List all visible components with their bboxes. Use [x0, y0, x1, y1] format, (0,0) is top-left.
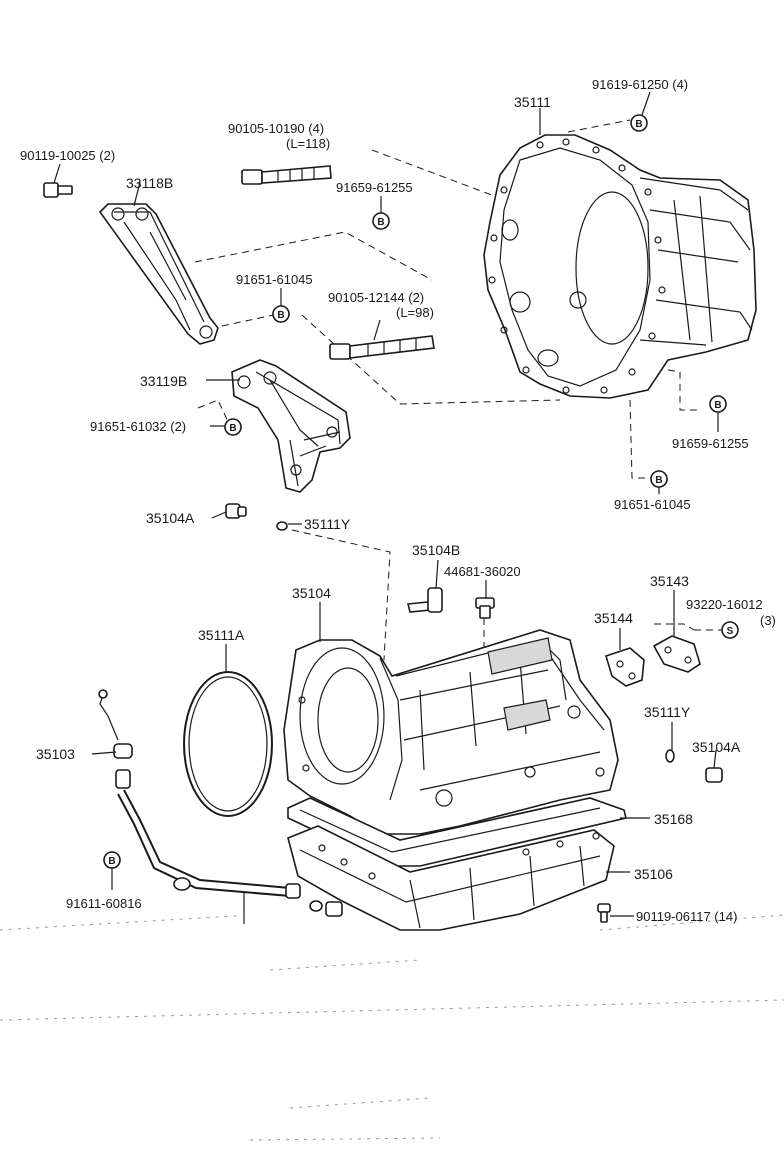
label-35144: 35144: [594, 610, 633, 626]
bolt-90105-10190[interactable]: [241, 165, 332, 185]
bracket-33118B[interactable]: [98, 203, 219, 345]
label-91659-61255-upper: 91659-61255: [336, 180, 413, 195]
label-91619-61250: 91619-61250 (4): [592, 77, 688, 92]
marker-b-91651-61045-lower: B: [650, 470, 668, 488]
label-35111A: 35111A: [198, 627, 245, 643]
marker-b-91651-61045-upper: B: [272, 305, 290, 323]
marker-b-91619-61250: B: [630, 114, 648, 132]
transmission-case-35104[interactable]: [283, 629, 619, 835]
label-35143: 35143: [650, 573, 689, 589]
gasket-ring-35111A[interactable]: [183, 671, 273, 817]
label-91651-61045-upper: 91651-61045: [236, 272, 313, 287]
bell-housing-35111[interactable]: [483, 134, 757, 399]
plate-35144[interactable]: [605, 647, 645, 687]
label-35104A-lower: 35104A: [692, 739, 741, 755]
bolt-90119-10025[interactable]: [43, 182, 73, 198]
label-91651-61032: 91651-61032 (2): [90, 419, 186, 434]
label-90105-12144-length: (L=98): [396, 305, 434, 320]
label-90119-06117: 90119-06117 (14): [636, 909, 737, 924]
plate-35143[interactable]: [652, 635, 701, 673]
scan-artifacts: [0, 914, 784, 1141]
label-33118B: 33118B: [126, 175, 173, 191]
bolt-90105-12144[interactable]: [329, 335, 435, 360]
svg-text:B: B: [229, 423, 236, 434]
dipstick-and-tube-35103[interactable]: [98, 689, 301, 924]
label-35168: 35168: [654, 811, 693, 827]
label-35111Y-lower: 35111Y: [644, 704, 691, 720]
o-ring-35111Y-lower[interactable]: [665, 749, 675, 763]
drain-plug-and-washer[interactable]: [309, 900, 343, 917]
o-ring-35111Y-upper[interactable]: [276, 521, 288, 531]
label-35104B: 35104B: [412, 542, 460, 558]
svg-text:B: B: [635, 119, 642, 130]
plug-35104A-lower[interactable]: [705, 767, 723, 783]
svg-text:B: B: [108, 856, 115, 867]
svg-text:B: B: [277, 310, 284, 321]
label-35104A-upper: 35104A: [146, 510, 195, 526]
part-labels: 35111 91619-61250 (4) 90105-10190 (4) (L…: [20, 77, 776, 924]
svg-text:B: B: [655, 475, 662, 486]
bracket-33119B[interactable]: [231, 359, 351, 493]
marker-s-93220-16012: S: [721, 621, 739, 639]
marker-b-91651-61032: B: [224, 418, 242, 436]
label-35103: 35103: [36, 746, 75, 762]
elbow-35104B[interactable]: [406, 587, 443, 613]
label-44681-36020: 44681-36020: [444, 564, 521, 579]
label-90105-12144: 90105-12144 (2): [328, 290, 424, 305]
label-91659-61255-lower: 91659-61255: [672, 436, 749, 451]
label-33119B: 33119B: [140, 373, 187, 389]
label-35111Y-upper: 35111Y: [304, 516, 351, 532]
plug-35104A-upper[interactable]: [225, 503, 247, 519]
marker-b-91611-60816: B: [103, 851, 121, 869]
svg-text:S: S: [727, 626, 734, 637]
label-93220-16012: 93220-16012: [686, 597, 763, 612]
leader-lines: [53, 91, 719, 917]
marker-b-91659-61255-lower: B: [709, 395, 727, 413]
bolt-90119-06117[interactable]: [597, 903, 611, 923]
label-35106: 35106: [634, 866, 673, 882]
label-91651-61045-lower: 91651-61045: [614, 497, 691, 512]
label-90119-10025: 90119-10025 (2): [20, 148, 115, 163]
marker-b-91659-61255-upper: B: [372, 212, 390, 230]
label-90105-10190: 90105-10190 (4): [228, 121, 324, 136]
label-35111: 35111: [514, 94, 551, 110]
label-93220-16012-qty: (3): [760, 613, 776, 628]
svg-text:B: B: [377, 217, 384, 228]
label-91611-60816: 91611-60816: [66, 896, 142, 911]
plug-44681-36020[interactable]: [475, 597, 495, 619]
oil-pan-35106[interactable]: [287, 825, 615, 931]
svg-text:B: B: [714, 400, 721, 411]
label-35104: 35104: [292, 585, 331, 601]
label-90105-10190-length: (L=118): [286, 136, 330, 151]
